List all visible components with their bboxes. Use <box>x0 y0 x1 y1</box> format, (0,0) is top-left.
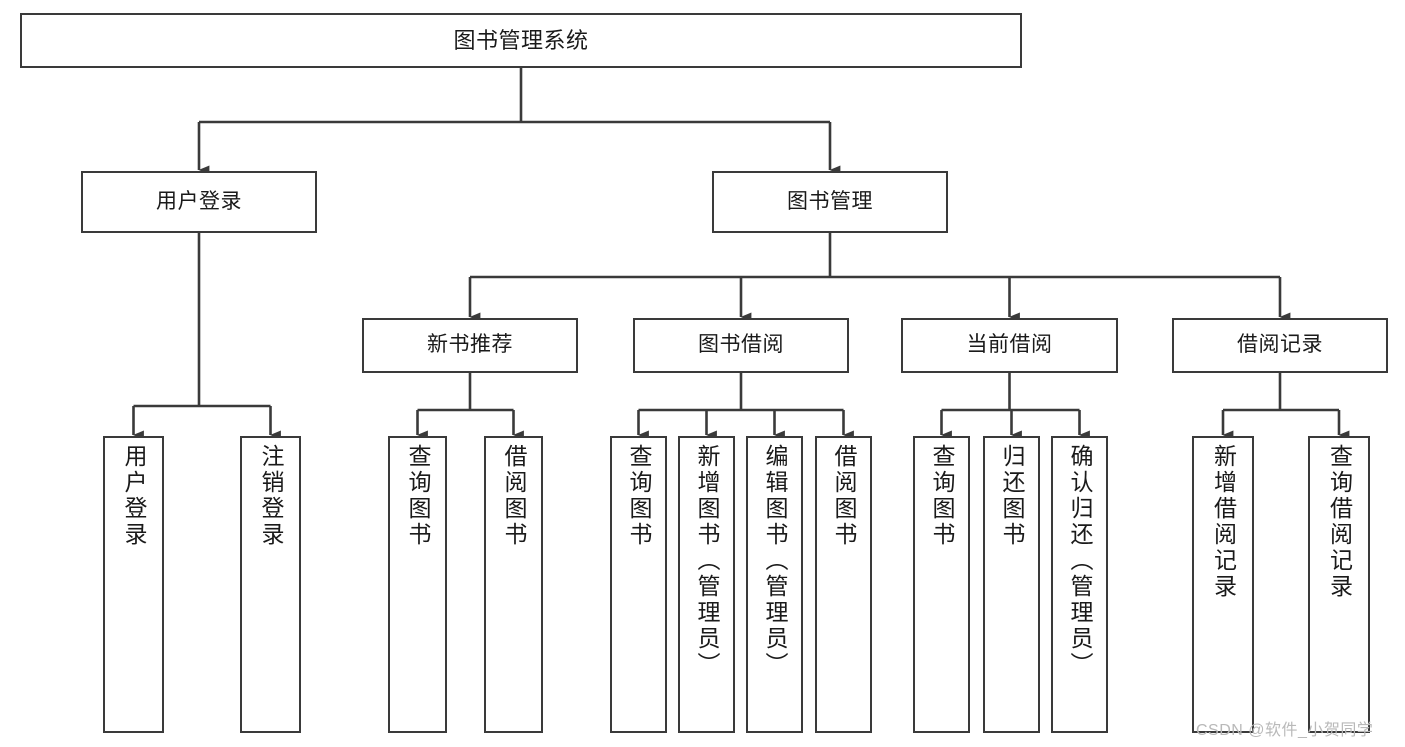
node-borrow-record[interactable]: 借阅记录 <box>1172 318 1388 373</box>
node-new-book-rec[interactable]: 新书推荐 <box>362 318 578 373</box>
node-label: 归还图书 <box>999 444 1025 548</box>
node-label: 编辑图书（管理员） <box>762 444 788 678</box>
node-label: 当前借阅 <box>966 333 1053 357</box>
node-current-borrow[interactable]: 当前借阅 <box>901 318 1118 373</box>
node-user-login[interactable]: 用户登录 <box>81 171 317 233</box>
node-label: 新增图书（管理员） <box>694 444 720 678</box>
node-label: 用户登录 <box>121 444 147 548</box>
node-label: 确认归还（管理员） <box>1067 444 1093 678</box>
node-label: 借阅图书 <box>501 444 527 548</box>
node-book-manage[interactable]: 图书管理 <box>712 171 948 233</box>
node-leaf-borrow-book-1[interactable]: 借阅图书 <box>484 436 543 733</box>
node-label: 查询图书 <box>405 444 431 548</box>
node-root[interactable]: 图书管理系统 <box>20 13 1022 68</box>
node-label: 查询图书 <box>626 444 652 548</box>
node-label: 注销登录 <box>258 444 284 548</box>
node-label: 图书管理 <box>787 189 873 213</box>
node-label: 借阅图书 <box>831 444 857 548</box>
node-book-borrow[interactable]: 图书借阅 <box>633 318 849 373</box>
node-leaf-user-login[interactable]: 用户登录 <box>103 436 164 733</box>
node-label: 查询借阅记录 <box>1326 444 1353 600</box>
node-leaf-query-record[interactable]: 查询借阅记录 <box>1308 436 1370 733</box>
node-label: 用户登录 <box>156 189 242 213</box>
node-label: 图书管理系统 <box>453 27 589 53</box>
node-leaf-query-book-1[interactable]: 查询图书 <box>388 436 447 733</box>
node-leaf-borrow-book-2[interactable]: 借阅图书 <box>815 436 872 733</box>
node-leaf-add-book[interactable]: 新增图书（管理员） <box>678 436 735 733</box>
node-leaf-user-logout[interactable]: 注销登录 <box>240 436 301 733</box>
node-leaf-add-record[interactable]: 新增借阅记录 <box>1192 436 1254 733</box>
node-label: 新增借阅记录 <box>1210 444 1237 600</box>
node-label: 图书借阅 <box>698 333 784 357</box>
node-leaf-confirm-return[interactable]: 确认归还（管理员） <box>1051 436 1108 733</box>
node-label: 新书推荐 <box>427 333 513 357</box>
node-label: 查询图书 <box>929 444 955 548</box>
node-leaf-query-book-3[interactable]: 查询图书 <box>913 436 970 733</box>
node-label: 借阅记录 <box>1237 333 1323 357</box>
node-leaf-edit-book[interactable]: 编辑图书（管理员） <box>746 436 803 733</box>
node-leaf-return-book[interactable]: 归还图书 <box>983 436 1040 733</box>
node-leaf-query-book-2[interactable]: 查询图书 <box>610 436 667 733</box>
